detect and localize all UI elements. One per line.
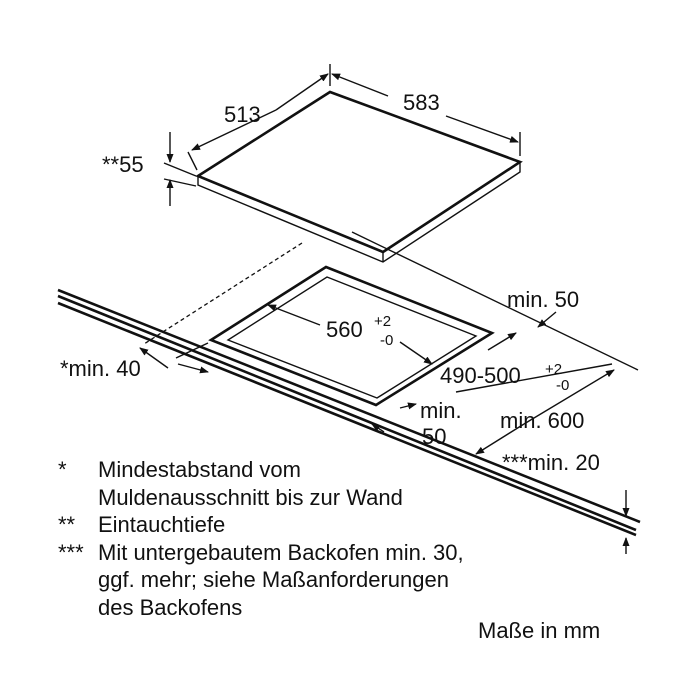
footnote-1-mark: * [58, 457, 67, 482]
dim-immersion-depth: **55 [102, 152, 144, 177]
footnote-1-line-2: Muldenausschnitt bis zur Wand [98, 484, 403, 510]
dim-cutout-width-tol-minus: -0 [380, 332, 393, 349]
cutout [208, 265, 495, 407]
footnote-1-line-1: Mindestabstand vom [98, 457, 301, 482]
dim-min-rear: min. 50 [507, 287, 579, 312]
dim-hob-depth: 513 [224, 102, 261, 127]
footnote-3-line-1: Mit untergebautem Backofen min. 30, [98, 539, 464, 565]
dim-min-front-line1: min. [420, 398, 462, 423]
footnote-3-mark: *** [58, 539, 84, 565]
dim-cutout-depth-tol-minus: -0 [556, 377, 569, 394]
footnote-3: *** Mit untergebautem Backofen min. 30, … [58, 539, 658, 622]
cutout-width-dimension [267, 304, 433, 365]
dim-cutout-depth: 490-500 [440, 363, 521, 388]
footnote-3-line-2: ggf. mehr; siehe Maßanforderungen [98, 567, 449, 592]
dim-min-thickness: ***min. 20 [502, 450, 600, 475]
dim-cutout-width: 560 [326, 317, 363, 342]
min-rear-arrow [537, 311, 557, 328]
units-label: Maße in mm [478, 618, 601, 643]
dim-hob-width: 583 [403, 90, 440, 115]
immersion-depth-marker [163, 132, 197, 206]
min-front-dimension [371, 402, 417, 433]
footnote-2: ** Eintauchtiefe [58, 511, 658, 539]
footnote-2-mark: ** [58, 512, 76, 537]
footnotes: * Mindestabstand vom Muldenausschnitt bi… [58, 456, 658, 621]
hob [195, 90, 523, 263]
dim-min-wall: *min. 40 [60, 356, 141, 381]
dim-min-worktop: min. 600 [500, 408, 584, 433]
min-wall-dimension [139, 342, 209, 374]
worktop [57, 231, 641, 537]
projection-line [143, 242, 303, 345]
hob-dimensions [187, 64, 521, 171]
dim-cutout-width-tol-plus: +2 [374, 313, 391, 330]
min-worktop-dimension [455, 363, 615, 455]
dim-min-front-line2: 50 [422, 424, 446, 449]
footnote-3-line-3: des Backofens [98, 594, 243, 620]
footnote-1: * Mindestabstand vom Muldenausschnitt bi… [58, 456, 658, 511]
cutout-depth-arrow [487, 332, 517, 351]
footnote-2-line-1: Eintauchtiefe [98, 512, 226, 537]
